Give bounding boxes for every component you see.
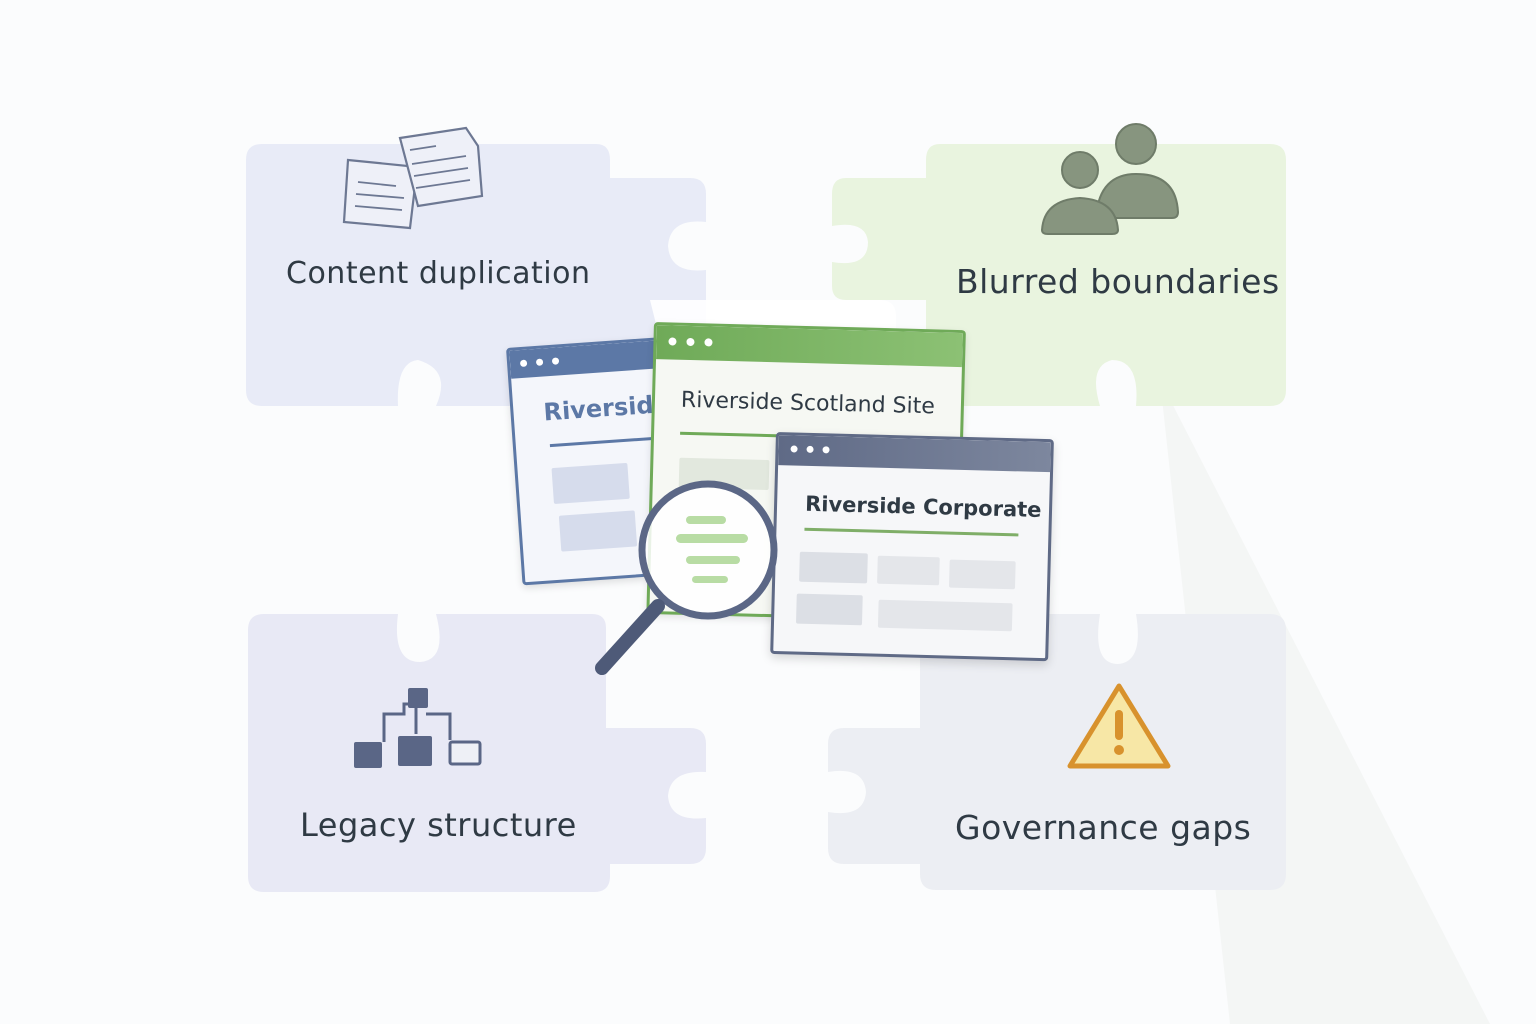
hierarchy-icon [350, 684, 490, 774]
warning-icon [1064, 680, 1174, 774]
window-riverside-scotland-title: Riverside Scotland Site [681, 388, 936, 420]
window-riverside-corporate-title: Riverside Corporate [805, 492, 1042, 522]
label-legacy-structure: Legacy structure [300, 806, 577, 844]
label-governance-gaps: Governance gaps [955, 808, 1251, 847]
label-blurred-boundaries: Blurred boundaries [956, 262, 1280, 301]
label-content-duplication: Content duplication [286, 256, 590, 291]
window-riverside-corporate-titlebar [778, 435, 1051, 472]
window-riverside-corporate: Riverside Corporate [770, 432, 1054, 661]
users-icon [1036, 120, 1186, 235]
window-riverside-scotland-titlebar [656, 325, 963, 367]
magnifier-icon [590, 478, 790, 678]
documents-icon [340, 120, 490, 235]
